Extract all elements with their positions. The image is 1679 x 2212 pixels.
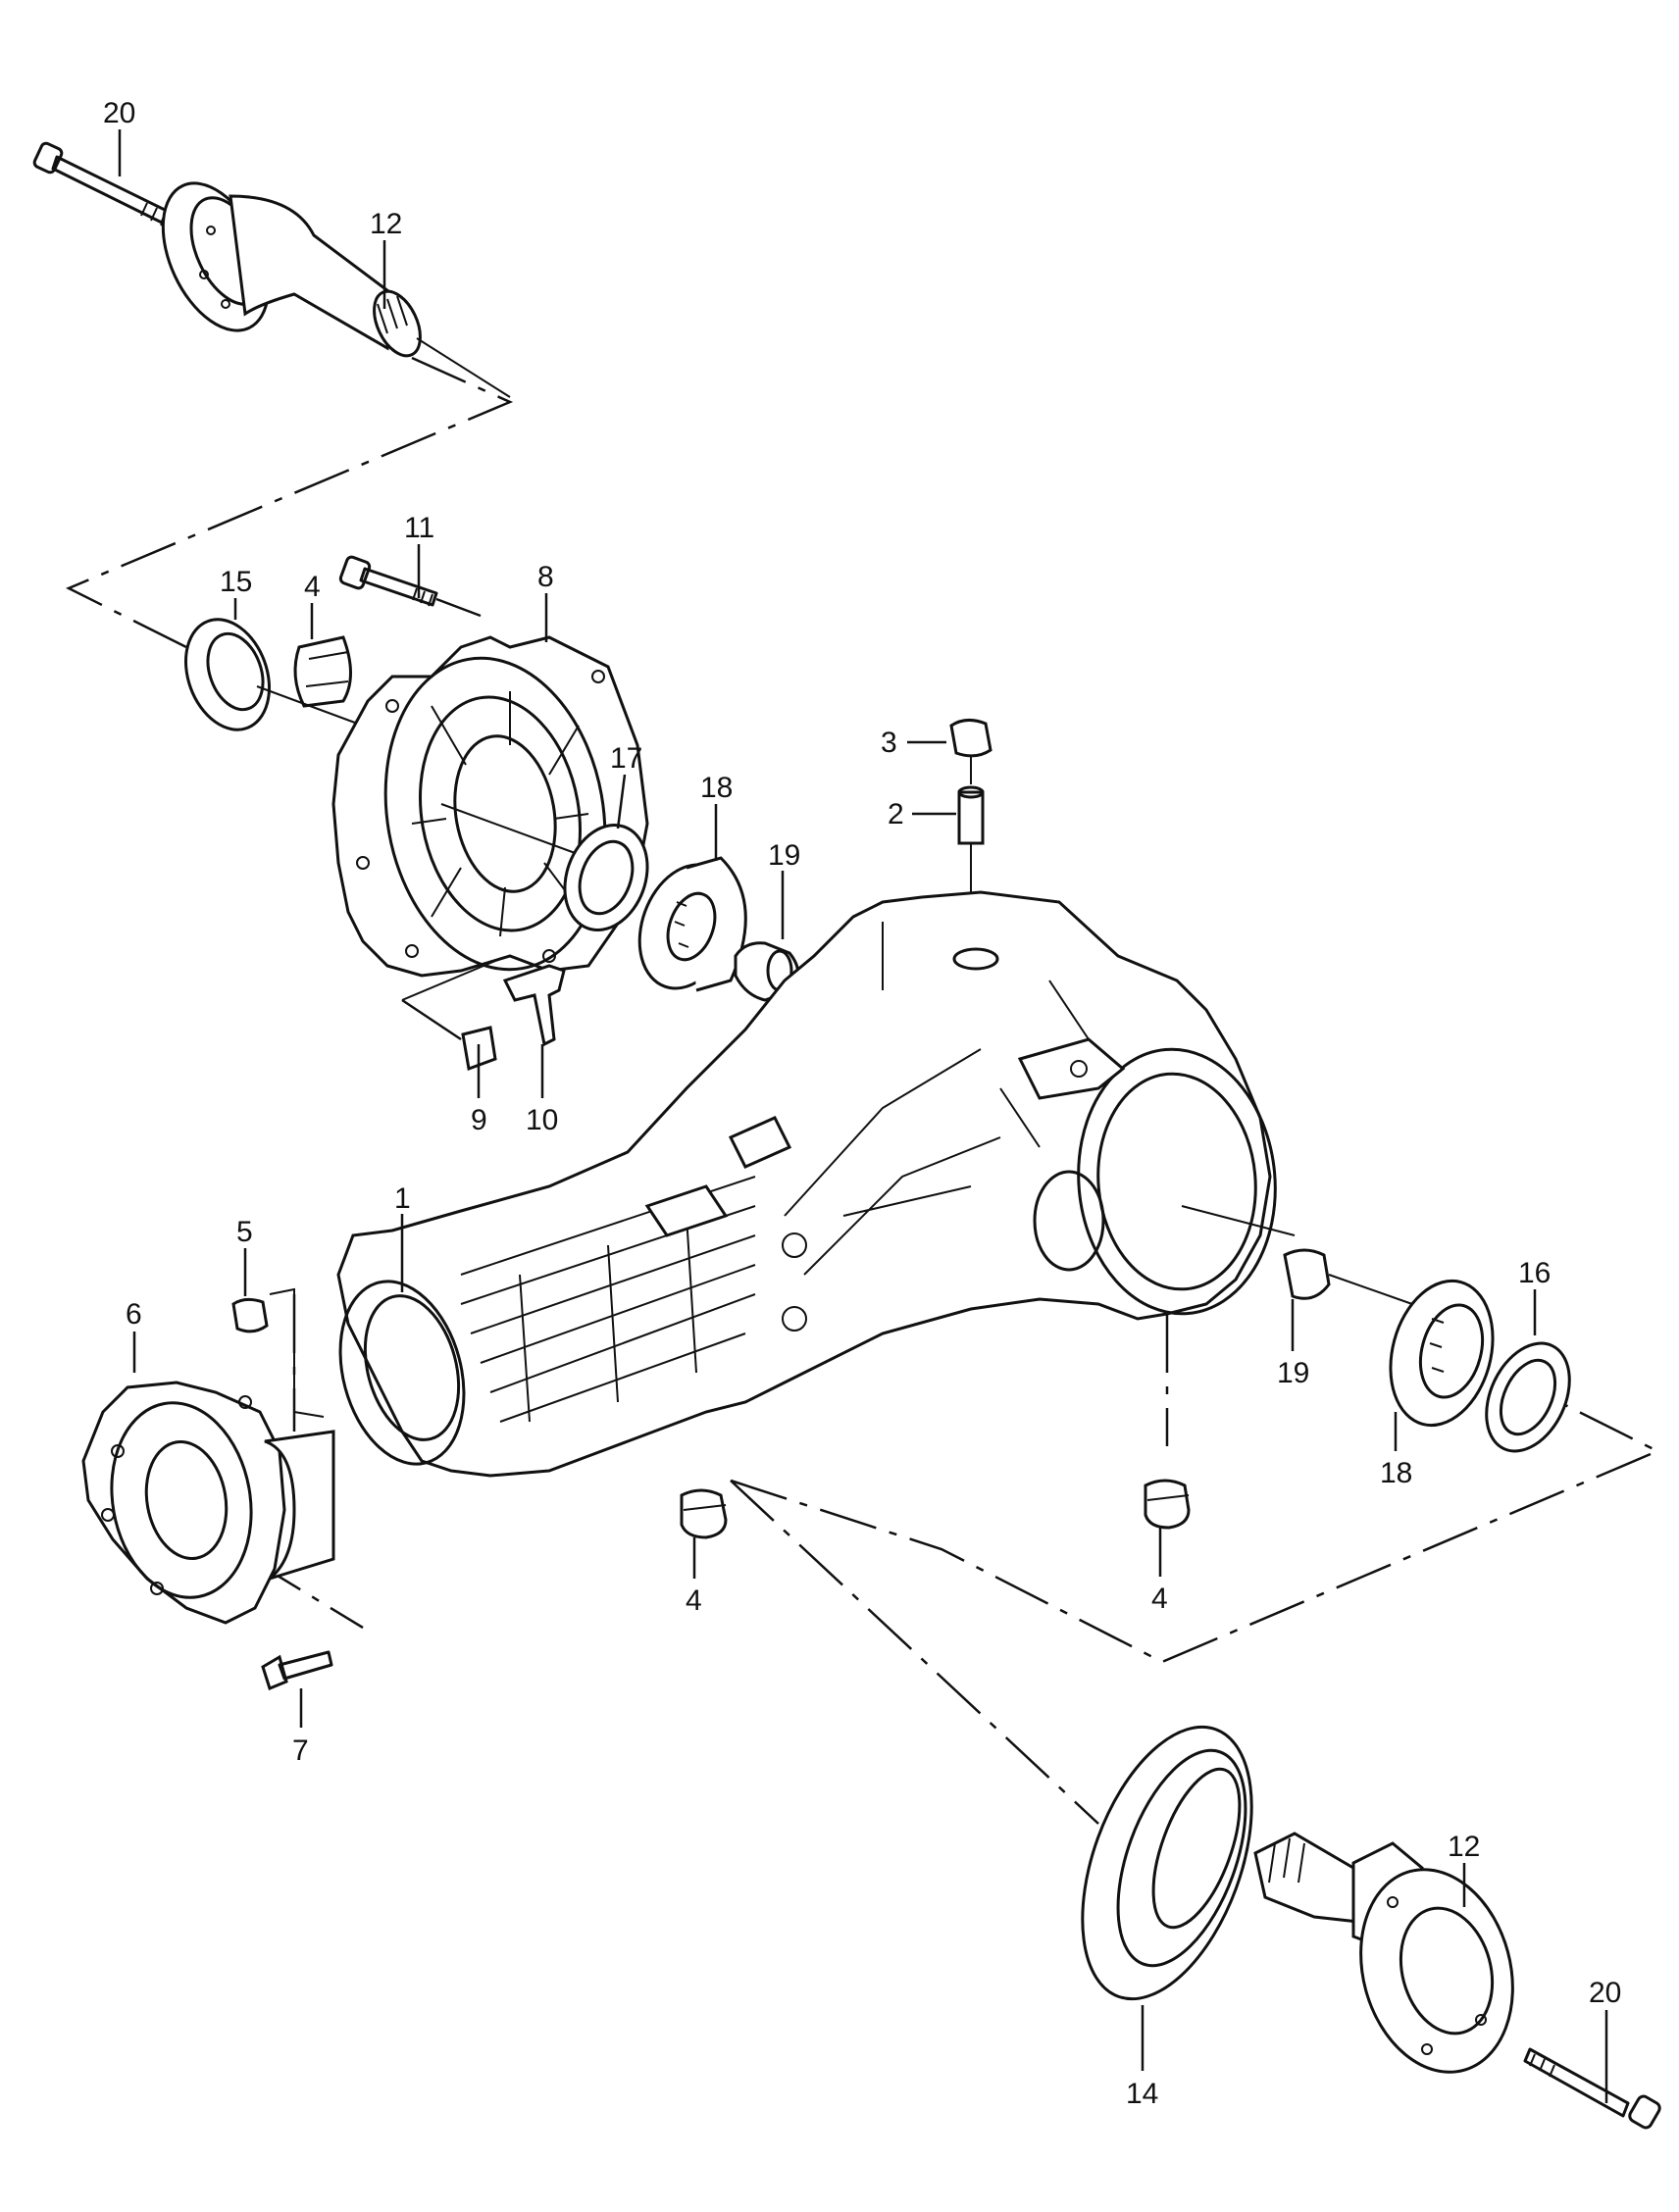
vent-cap-3 — [949, 719, 992, 784]
bolt-11 — [338, 555, 482, 618]
flange-cover-6 — [81, 1381, 335, 1625]
bushing-4-right — [1144, 1479, 1191, 1530]
label-17: 17 — [610, 742, 642, 775]
label-4-top: 4 — [304, 571, 321, 603]
label-20-top: 20 — [103, 97, 135, 129]
seal-15 — [183, 618, 272, 731]
clip-10 — [502, 964, 566, 1047]
part-labels: 20 12 11 8 15 4 3 2 17 18 19 9 10 5 1 6 … — [103, 97, 1621, 2110]
bearing-18-right — [1389, 1279, 1495, 1428]
label-2: 2 — [888, 798, 904, 830]
bushing-19-right — [1283, 1248, 1413, 1305]
label-19-right: 19 — [1277, 1357, 1309, 1389]
screw-7 — [261, 1650, 333, 1691]
label-19-top: 19 — [768, 839, 800, 872]
label-11: 11 — [404, 512, 434, 544]
label-15: 15 — [220, 566, 252, 598]
bolt-20-bottom — [1523, 2047, 1661, 2130]
label-10: 10 — [526, 1104, 558, 1136]
bushing-4-mid — [680, 1488, 728, 1539]
seal-14 — [1081, 1725, 1253, 2001]
label-1: 1 — [394, 1182, 411, 1215]
label-12-bottom: 12 — [1448, 1831, 1480, 1863]
label-18-top: 18 — [700, 772, 733, 804]
label-9: 9 — [471, 1104, 487, 1136]
label-14: 14 — [1126, 2078, 1158, 2110]
label-6: 6 — [126, 1298, 142, 1331]
shim-16 — [1485, 1341, 1571, 1453]
flange-shaft-12-bottom — [1253, 1832, 1514, 2074]
label-3: 3 — [881, 727, 897, 759]
label-20-bottom: 20 — [1589, 1977, 1621, 2009]
label-16: 16 — [1518, 1257, 1551, 1289]
main-housing-1 — [336, 890, 1296, 1478]
flange-shaft-12-top — [161, 181, 511, 398]
pad-9 — [401, 960, 497, 1072]
label-8: 8 — [537, 561, 554, 593]
bushing-4-top — [256, 635, 364, 727]
label-4-right: 4 — [1151, 1583, 1168, 1615]
leader-lines — [118, 129, 1608, 2103]
label-7: 7 — [292, 1734, 309, 1767]
ring-5 — [231, 1287, 325, 1418]
shim-17 — [563, 824, 649, 931]
label-12-top: 12 — [370, 208, 402, 240]
bearing-18-top — [637, 856, 747, 992]
bolt-20-top — [32, 141, 169, 226]
label-18-right: 18 — [1380, 1457, 1412, 1489]
label-4-mid: 4 — [686, 1584, 702, 1617]
label-5: 5 — [236, 1216, 253, 1248]
housing-cover-8 — [331, 635, 649, 978]
